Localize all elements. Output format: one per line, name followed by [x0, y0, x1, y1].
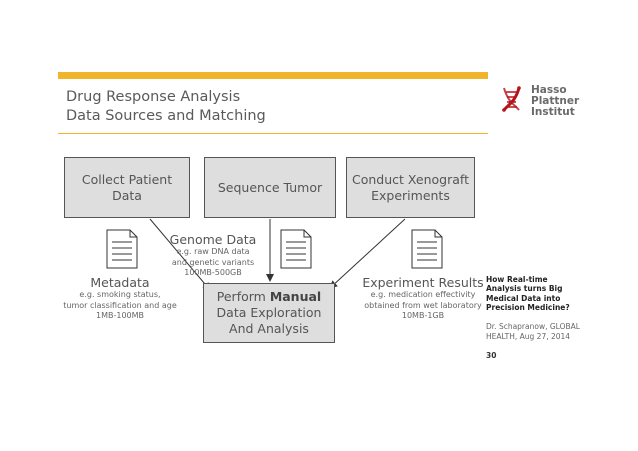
perform-pre: Perform [216, 289, 270, 304]
logo-line1: Hasso [531, 84, 567, 96]
sidebar-author-line2: HEALTH, Aug 27, 2014 [486, 332, 571, 341]
perform-line2: Data Exploration [216, 305, 322, 320]
experiment-document-icon [411, 229, 443, 269]
slide-title-line2: Data Sources and Matching [66, 108, 266, 124]
collect-line1: Collect Patient [81, 171, 173, 187]
hpi-logo-text: Hasso Plattner Institut [531, 85, 579, 117]
genome-document-icon [280, 229, 312, 269]
arrow-xeno-to-perform [329, 218, 406, 289]
xeno-line2: Experiments [371, 187, 450, 203]
experiment-title: Experiment Results [362, 275, 484, 290]
sidebar-talk-title: How Real-time Analysis turns Big Medical… [486, 275, 596, 312]
slide-title-line1: Drug Response Analysis [66, 89, 241, 105]
metadata-line1: e.g. smoking status, [79, 290, 161, 299]
experiment-line3: 10MB-1GB [401, 311, 445, 320]
sidebar-q-line3: Medical Data into [486, 293, 561, 303]
genome-label: Genome Data e.g. raw DNA data and geneti… [163, 232, 263, 279]
slide-title: Drug Response Analysis Data Sources and … [66, 88, 266, 126]
sidebar-q-line4: Precision Medicine? [486, 302, 570, 312]
header-divider [58, 133, 488, 134]
experiment-line1: e.g. medication effectivity [370, 290, 476, 299]
experiment-label: Experiment Results e.g. medication effec… [356, 275, 490, 322]
sidebar-author: Dr. Schapranow, GLOBAL HEALTH, Aug 27, 2… [486, 322, 596, 342]
perform-line3: And Analysis [229, 321, 309, 336]
xeno-line1: Conduct Xenograft [352, 171, 469, 187]
sidebar-q-line2: Analysis turns Big [486, 284, 563, 294]
logo-line2: Plattner [531, 94, 580, 107]
genome-line3: 100MB-500GB [184, 268, 242, 277]
sidebar-q-line1: How Real-time [486, 275, 548, 284]
hpi-logo-icon [497, 84, 527, 114]
hpi-logo: Hasso Plattner Institut [497, 84, 607, 128]
genome-title: Genome Data [169, 232, 257, 247]
header-accent-bar [58, 72, 488, 79]
metadata-title: Metadata [90, 275, 150, 290]
metadata-document-icon [106, 229, 138, 269]
page-number: 30 [486, 351, 497, 360]
sidebar-author-line1: Dr. Schapranow, GLOBAL [486, 322, 580, 331]
genome-line2: and genetic variants [171, 257, 255, 267]
perform-analysis-box: Perform Manual Data Exploration And Anal… [203, 283, 335, 343]
collect-patient-data-box: Collect Patient Data [64, 157, 190, 218]
perform-bold: Manual [269, 289, 322, 304]
metadata-line2: tumor classification and age [63, 300, 177, 310]
logo-line3: Institut [531, 105, 575, 118]
sequence-label: Sequence Tumor [217, 179, 323, 195]
metadata-line3: 1MB-100MB [95, 311, 145, 320]
metadata-label: Metadata e.g. smoking status, tumor clas… [56, 275, 184, 322]
arrow-collect-to-perform [149, 218, 211, 291]
experiment-line2: obtained from wet laboratory [364, 300, 482, 310]
genome-line1: e.g. raw DNA data [176, 247, 250, 256]
conduct-xenograft-box: Conduct Xenograft Experiments [346, 157, 475, 218]
collect-line2: Data [112, 187, 142, 203]
sequence-tumor-box: Sequence Tumor [204, 157, 336, 218]
